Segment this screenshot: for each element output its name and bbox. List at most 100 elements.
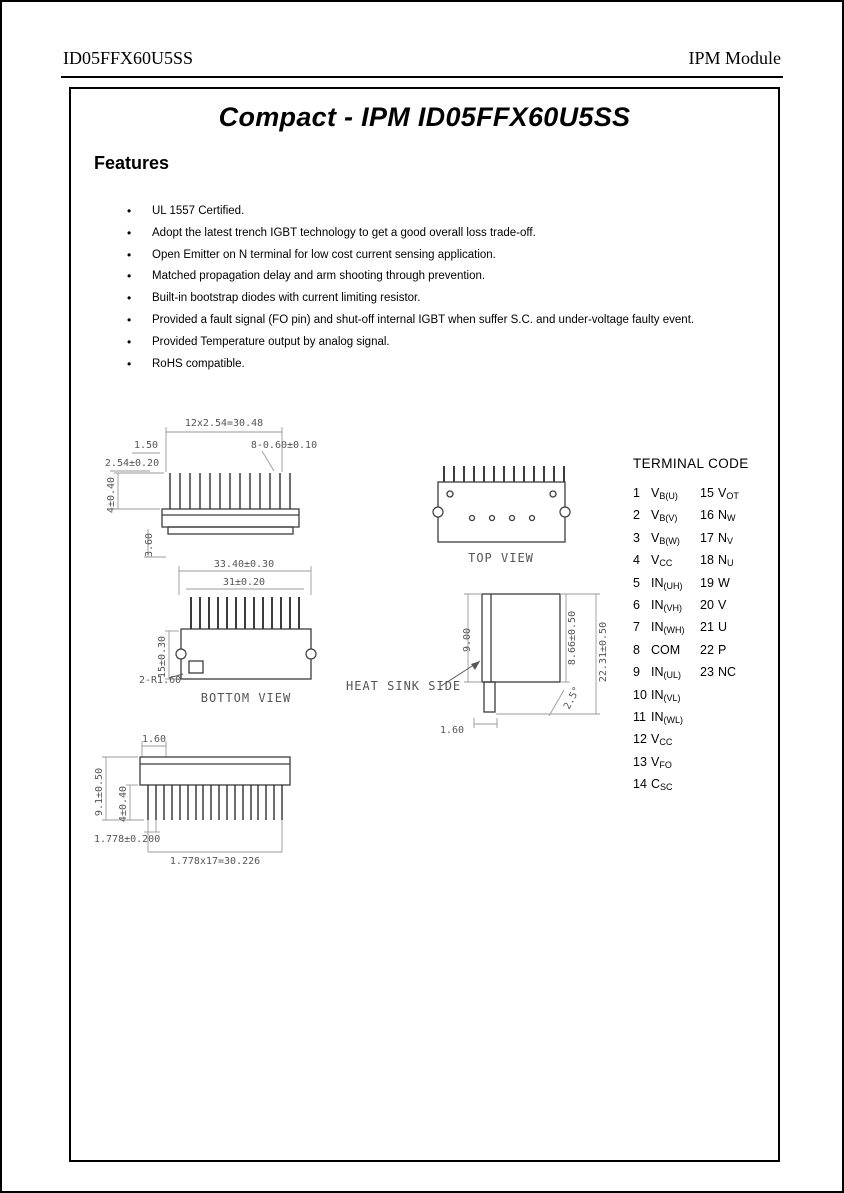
terminal-subscript: CC [659,737,673,748]
terminal-subscript: (WH) [663,625,685,636]
terminal-subscript: B(U) [659,491,678,501]
view-label: HEAT SINK SIDE [346,679,461,693]
terminal-name: IN [651,687,664,702]
terminal-name: V [651,508,660,523]
terminal-subscript: FO [659,759,672,770]
terminal-number: 21 [700,620,714,635]
module-body [139,756,291,786]
terminal-subscript: (UL) [663,670,682,681]
terminal-row: 16 NW [700,504,739,526]
terminal-subscript: (WL) [663,714,684,725]
side-notch [559,506,571,518]
terminal-number: 19 [700,575,714,590]
feature-item: Provided Temperature output by analog si… [125,332,770,354]
terminal-row: 10 IN(VL) [633,684,685,706]
terminal-number: 7 [633,620,640,635]
dim-text: 9.00 [462,628,473,652]
terminal-name: C [651,777,661,792]
terminal-name: U [718,620,728,635]
terminal-row: 23 NC [700,661,739,683]
terminal-name: V [651,530,660,545]
terminal-number: 20 [700,597,714,612]
terminal-name: V [718,597,727,612]
dim-text: 1.50 [134,440,158,451]
content-frame: Compact - IPM ID05FFX60U5SS Features UL … [69,87,780,1162]
terminal-name: V [651,732,660,747]
feature-item: Provided a fault signal (FO pin) and shu… [125,310,770,332]
terminal-number: 16 [700,508,714,523]
terminal-name: N [718,508,728,523]
terminal-number: 12 [633,732,647,747]
view-label: TOP VIEW [468,551,534,565]
surface-features [446,490,557,522]
dim-text: 33.40±0.30 [214,559,274,570]
terminal-subscript: U [727,558,734,569]
page-title: Compact - IPM ID05FFX60U5SS [218,102,631,132]
feature-text: RoHS compatible. [152,357,245,370]
feature-item: Open Emitter on N terminal for low cost … [125,245,770,267]
side-notch [305,648,317,660]
dimension-lines [464,593,600,728]
drawing-top-view: TOP VIEW [432,466,571,565]
terminal-code-heading: TERMINAL CODE [633,456,749,471]
package-profile [481,593,561,713]
terminal-row: 19 W [700,572,739,594]
dimension-lines [102,741,283,853]
leader-arrowhead [471,661,480,670]
terminal-number: 8 [633,642,640,657]
terminal-row: 12 VCC [633,728,685,750]
terminal-name: NC [718,665,737,680]
terminal-subscript: W [727,513,736,524]
feature-item: Matched propagation delay and arm shooti… [125,266,770,288]
dim-text: 1.778x17=30.226 [170,856,260,867]
dimension-lines [165,566,312,680]
terminal-number: 23 [700,665,714,680]
terminal-number: 10 [633,687,647,702]
dim-text: 15±0.30 [157,636,168,678]
dim-text: 31±0.20 [223,577,265,588]
dim-text: 22.31±0.50 [598,622,609,682]
terminal-number: 1 [633,486,640,500]
feature-text: Adopt the latest trench IGBT technology … [152,226,536,239]
terminal-subscript: (VL) [663,692,681,703]
feature-item: Adopt the latest trench IGBT technology … [125,223,770,245]
terminal-subscript: (UH) [663,580,683,591]
feature-item: UL 1557 Certified. [125,201,770,223]
terminal-number: 13 [633,754,647,769]
terminal-number: 11 [633,709,646,724]
terminal-number: 14 [633,777,647,792]
terminal-name: V [651,754,660,769]
terminal-row: 21 U [700,616,739,638]
terminal-name: W [718,575,730,590]
terminal-number: 9 [633,665,640,680]
dim-text: 2-R1.60 [139,675,181,686]
module-body [161,508,300,535]
drawing-bottom-view: 33.40±0.30 31±0.20 15±0.30 2-R1.60 BOTTO… [139,559,317,705]
part-number: ID05FFX60U5SS [63,48,194,68]
terminal-number: 4 [633,553,640,568]
document-type: IPM Module [688,48,781,68]
drawing-side-view-top: 12x2.54=30.48 1.50 2.54±0.20 8-0.60±0.10… [105,418,317,558]
terminal-number: 17 [700,530,714,545]
dim-text: 9.1±0.50 [94,768,105,816]
drawing-heat-sink-side: 9.00 8.66±0.50 22.31±0.50 2.5° 1.60 HEAT… [346,593,609,736]
package-outline [437,481,566,543]
terminal-subscript: V [727,535,734,546]
dim-text: 1.778±0.200 [94,834,160,845]
dim-text: 8.66±0.50 [567,611,578,665]
pin-row [443,466,565,482]
pin-row [190,597,300,629]
feature-item: RoHS compatible. [125,354,770,376]
terminal-number: 3 [633,530,640,545]
terminal-subscript: CC [659,558,673,569]
dim-text: 2.5° [562,685,583,711]
side-notch [432,506,444,518]
